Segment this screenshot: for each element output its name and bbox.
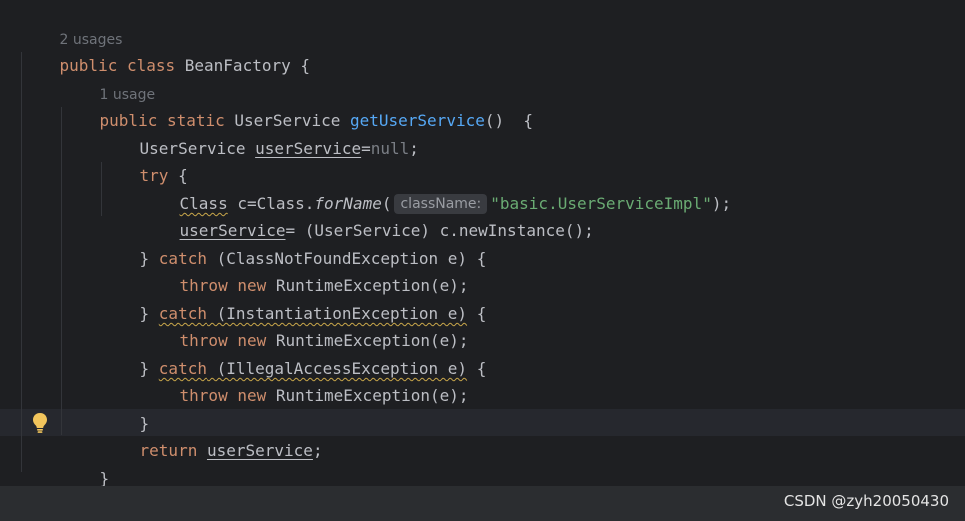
keyword-return: return xyxy=(139,441,207,460)
brace: { xyxy=(168,166,188,185)
usages-hint-text[interactable]: 1 usage xyxy=(99,87,156,103)
catch-params-warning: (InstantiationException e) xyxy=(206,304,468,323)
static-method-forname: forName xyxy=(314,194,382,213)
method-params: () { xyxy=(484,111,534,130)
keyword-throw-new: throw new xyxy=(179,386,276,405)
var-name: userService xyxy=(179,221,286,240)
catch-params-warning: (IllegalAccessException e) xyxy=(206,359,468,378)
brace: } xyxy=(99,469,110,488)
code-line-catch-1[interactable]: } catch (ClassNotFoundException e) { xyxy=(0,218,965,268)
keyword-catch-warning: catch xyxy=(158,304,207,323)
code-text: = (UserService) c.newInstance(); xyxy=(285,221,594,240)
brace: { xyxy=(467,359,487,378)
var-name: userService xyxy=(206,441,313,460)
indent-guide-class xyxy=(21,52,22,472)
code-line-catch-2[interactable]: } catch (InstantiationException e) { xyxy=(0,273,965,323)
code-line-catch-3[interactable]: } catch (IllegalAccessException e) { xyxy=(0,328,965,378)
class-type-warning: Class xyxy=(179,194,228,213)
keyword-catch-warning: catch xyxy=(158,359,207,378)
keyword-public-class: public class xyxy=(59,56,185,75)
code-line-var-decl[interactable]: UserService userService=null; xyxy=(0,108,965,158)
keyword-try: try xyxy=(139,166,169,185)
brace: } xyxy=(139,359,159,378)
catch-params: (ClassNotFoundException e) { xyxy=(206,249,487,268)
code-text: RuntimeException(e); xyxy=(275,276,469,295)
code-line-try[interactable]: try { xyxy=(0,135,965,185)
return-type: UserService xyxy=(234,111,350,130)
usages-hint-class[interactable]: 2 usages xyxy=(0,0,965,48)
code-line-close-try[interactable]: } xyxy=(0,383,965,433)
parameter-name-hint[interactable]: className: xyxy=(394,194,488,214)
code-line-throw-1[interactable]: throw new RuntimeException(e); xyxy=(0,245,965,295)
paren: ( xyxy=(381,194,392,213)
keyword-public-static: public static xyxy=(99,111,235,130)
code-line-assign[interactable]: userService= (UserService) c.newInstance… xyxy=(0,190,965,240)
code-line-return[interactable]: return userService; xyxy=(0,410,965,460)
lightbulb-icon[interactable] xyxy=(31,412,49,434)
watermark-bar xyxy=(0,486,965,521)
code-text: c=Class. xyxy=(227,194,315,213)
code-line-throw-3[interactable]: throw new RuntimeException(e); xyxy=(0,355,965,405)
code-line-class-decl[interactable]: public class BeanFactory { xyxy=(0,25,965,75)
watermark-text: CSDN @zyh20050430 xyxy=(783,492,949,510)
brace: { xyxy=(467,304,487,323)
var-name: userService xyxy=(255,139,362,158)
null-literal: null xyxy=(370,139,410,158)
paren-close: ); xyxy=(711,194,732,213)
operator: = xyxy=(361,139,371,158)
indent-guide-method xyxy=(61,107,62,435)
indent-guide-try xyxy=(101,162,102,216)
keyword-catch: catch xyxy=(158,249,207,268)
class-name: BeanFactory xyxy=(184,56,291,75)
code-text: RuntimeException(e); xyxy=(275,331,469,350)
current-line-highlight xyxy=(0,409,965,436)
method-name: getUserService xyxy=(349,111,485,130)
code-line-method-decl[interactable]: public static UserService getUserService… xyxy=(0,80,965,130)
string-literal: "basic.UserServiceImpl" xyxy=(490,194,712,213)
brace: } xyxy=(139,249,159,268)
brace: { xyxy=(290,56,310,75)
semicolon: ; xyxy=(409,139,419,158)
keyword-throw-new: throw new xyxy=(179,331,276,350)
code-line-close-method[interactable]: } xyxy=(0,438,965,488)
usages-hint-text[interactable]: 2 usages xyxy=(59,32,123,48)
code-line-throw-2[interactable]: throw new RuntimeException(e); xyxy=(0,300,965,350)
code-text: RuntimeException(e); xyxy=(275,386,469,405)
code-line-forname[interactable]: Class c=Class.forName(className:"basic.U… xyxy=(0,163,965,214)
usages-hint-method[interactable]: 1 usage xyxy=(0,53,965,103)
semicolon: ; xyxy=(312,441,323,460)
brace: } xyxy=(139,304,159,323)
brace: } xyxy=(139,414,150,433)
keyword-throw-new: throw new xyxy=(179,276,276,295)
var-type: UserService xyxy=(139,139,256,158)
